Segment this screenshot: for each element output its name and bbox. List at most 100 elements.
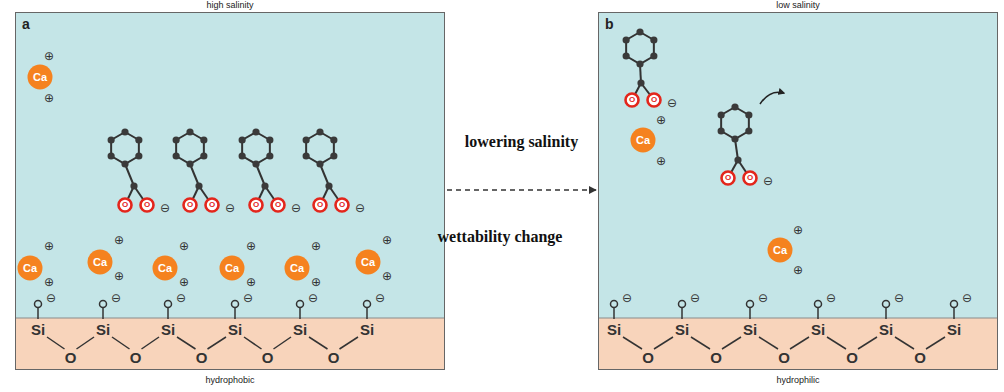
ion-symbol: Ca <box>152 255 178 281</box>
silanol-oxygen <box>815 301 822 308</box>
lattice-atom: Si <box>947 321 961 338</box>
charge-sign: ⊕ <box>656 154 666 168</box>
silanol-oxygen <box>883 301 890 308</box>
silanol-oxygen <box>232 301 239 308</box>
bond <box>299 308 301 319</box>
carbon-atom <box>108 136 115 143</box>
bond <box>722 337 741 349</box>
carbon-atom <box>121 128 128 135</box>
calcium-ion: Ca <box>355 249 381 275</box>
carbon-atom <box>173 152 180 159</box>
silanol-oxygen <box>297 301 304 308</box>
lattice-atom: Si <box>228 321 242 338</box>
charge-sign: ⊖ <box>176 291 186 305</box>
scenario-panel: low salinitybhydrophilicOOCaOOCa <box>598 12 998 370</box>
charge-sign: ⊖ <box>826 291 836 305</box>
calcium-ion: Ca <box>767 237 793 263</box>
lattice-atom: Si <box>293 321 307 338</box>
bond <box>827 337 846 349</box>
charge-sign: ⊕ <box>793 223 803 237</box>
silanol-oxygen <box>679 301 686 308</box>
charge-sign: ⊕ <box>311 275 321 289</box>
carbon-atom <box>637 79 644 86</box>
silanol-oxygen <box>35 301 42 308</box>
charge-sign: ⊖ <box>758 291 768 305</box>
carbon-atom <box>130 182 137 189</box>
lattice-atom: O <box>328 349 340 366</box>
oxygen-atom: O <box>248 197 264 213</box>
atom-symbol: O <box>742 170 758 186</box>
silanol-oxygen <box>165 301 172 308</box>
bond <box>858 337 877 349</box>
brine <box>15 12 445 318</box>
charge-sign: ⊕ <box>179 239 189 253</box>
scenario-panel: high salinityahydrophobicCaOOOOOOOOCaCaC… <box>15 12 445 370</box>
bond <box>749 308 751 319</box>
charge-sign: ⊕ <box>382 269 392 283</box>
ion-symbol: Ca <box>17 255 43 281</box>
benzene-ring <box>242 132 270 164</box>
charge-sign: ⊖ <box>962 291 972 305</box>
carbon-atom <box>734 156 741 163</box>
charge-sign: ⊕ <box>44 239 54 253</box>
charge-sign: ⊕ <box>246 275 256 289</box>
panel-caption: hydrophobic <box>16 375 444 386</box>
bond <box>953 308 955 319</box>
carbon-atom <box>330 136 337 143</box>
atom-symbol: O <box>646 92 662 108</box>
carbon-atom <box>623 36 630 43</box>
bond <box>817 308 819 319</box>
interface-line <box>598 318 998 319</box>
oxygen-atom: O <box>182 197 198 213</box>
charge-sign: ⊕ <box>44 275 54 289</box>
carbon-atom <box>108 152 115 159</box>
carbon-atom <box>330 152 337 159</box>
bond <box>177 337 196 349</box>
lattice-atom: Si <box>360 321 374 338</box>
lattice-atom: Si <box>31 321 45 338</box>
charge-sign: ⊕ <box>179 275 189 289</box>
panel-letter: a <box>22 16 30 32</box>
charge-sign: ⊕ <box>656 113 666 127</box>
carbon-atom <box>173 136 180 143</box>
ion-symbol: Ca <box>630 127 656 153</box>
atom-symbol: O <box>248 197 264 213</box>
panel-caption: hydrophilic <box>599 375 997 386</box>
bond <box>613 308 615 319</box>
lattice-atom: Si <box>607 321 621 338</box>
benzene-ring <box>111 132 139 164</box>
carbon-atom <box>200 152 207 159</box>
panel-letter: b <box>605 16 614 32</box>
benzene-ring <box>721 107 749 139</box>
carbon-atom <box>650 52 657 59</box>
bond <box>309 337 328 349</box>
carbon-atom <box>266 136 273 143</box>
oxygen-atom: O <box>270 197 286 213</box>
calcium-ion: Ca <box>630 127 656 153</box>
oxygen-atom: O <box>139 197 155 213</box>
calcium-ion: Ca <box>284 255 310 281</box>
bond <box>167 308 169 319</box>
benzene-ring <box>306 132 334 164</box>
oxygen-atom: O <box>720 170 736 186</box>
bond <box>790 337 809 349</box>
lattice-atom: O <box>262 349 274 366</box>
lattice-atom: Si <box>96 321 110 338</box>
silanol-oxygen <box>364 301 371 308</box>
interface-line <box>15 318 445 319</box>
calcium-ion: Ca <box>27 64 53 90</box>
silanol-oxygen <box>100 301 107 308</box>
lattice-atom: O <box>196 349 208 366</box>
carbon-atom <box>303 136 310 143</box>
bond <box>37 308 39 319</box>
calcium-ion: Ca <box>152 255 178 281</box>
arrow-caption: lowering salinity <box>465 133 578 151</box>
carbon-atom <box>195 182 202 189</box>
carbon-atom <box>731 103 738 110</box>
calcium-ion: Ca <box>17 255 43 281</box>
carbon-atom <box>252 160 259 167</box>
calcium-ion: Ca <box>87 249 113 275</box>
charge-sign: ⊖ <box>243 291 253 305</box>
charge-sign: ⊕ <box>44 91 54 105</box>
lattice-atom: O <box>710 349 722 366</box>
